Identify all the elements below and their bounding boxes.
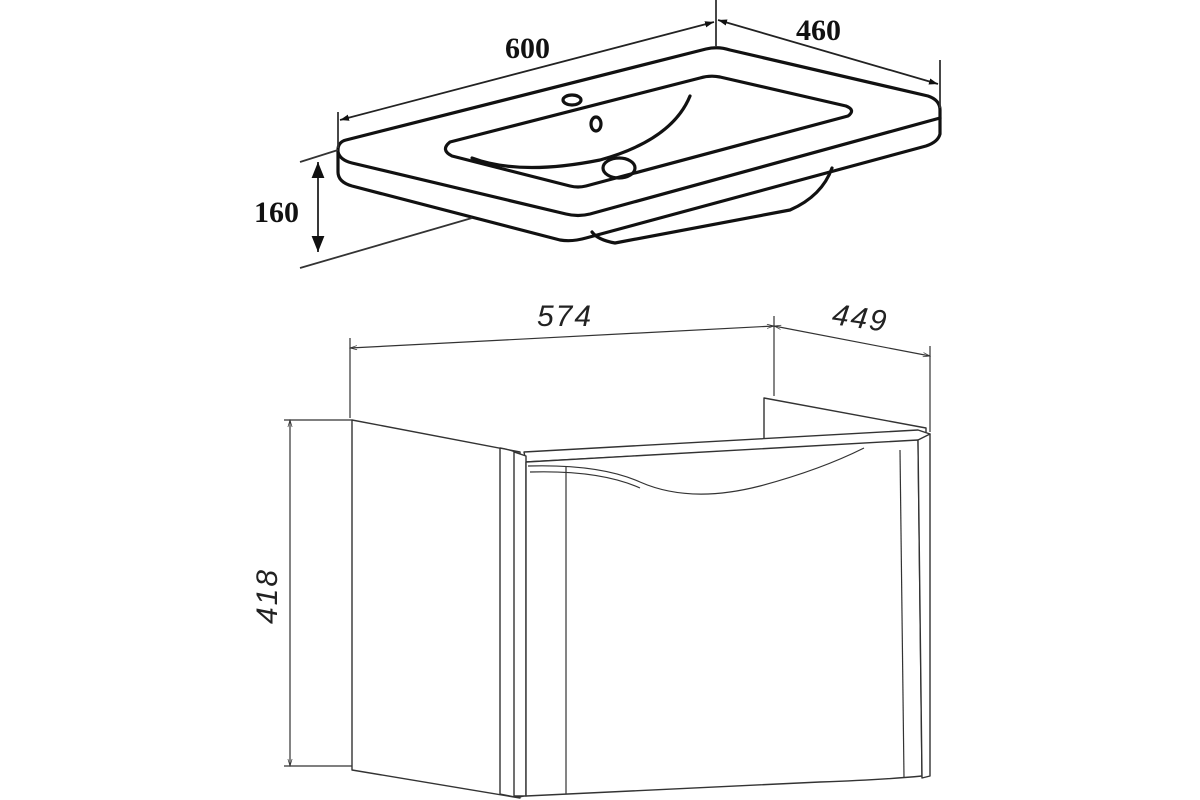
cabinet-left-panel: [351, 419, 521, 799]
basin-height-label: 160: [254, 196, 299, 229]
cabinet-height-label: 418: [251, 568, 284, 624]
basin-depth-label: 460: [796, 14, 841, 47]
basin-width-dimension-line: [339, 21, 715, 121]
basin-depth-dimension-line: [717, 19, 939, 85]
cabinet-depth-label: 449: [830, 298, 890, 338]
cabinet-drawing: 574 449 418: [251, 298, 930, 799]
tap-hole-icon: [561, 93, 583, 107]
cabinet-drawer-front: [525, 439, 923, 797]
basin-width-label: 600: [505, 32, 550, 65]
drain-hole-icon: [601, 156, 637, 180]
cabinet-width-label: 574: [537, 300, 593, 333]
overflow-hole-icon: [589, 115, 603, 133]
drawer-wave-handle: [527, 447, 865, 495]
cabinet-width-dimension-line: [350, 326, 774, 348]
basin-inner-opening: [443, 74, 854, 189]
cabinet-depth-dimension-line: [774, 326, 930, 356]
basin-drawing: 600 460 160: [254, 0, 942, 269]
